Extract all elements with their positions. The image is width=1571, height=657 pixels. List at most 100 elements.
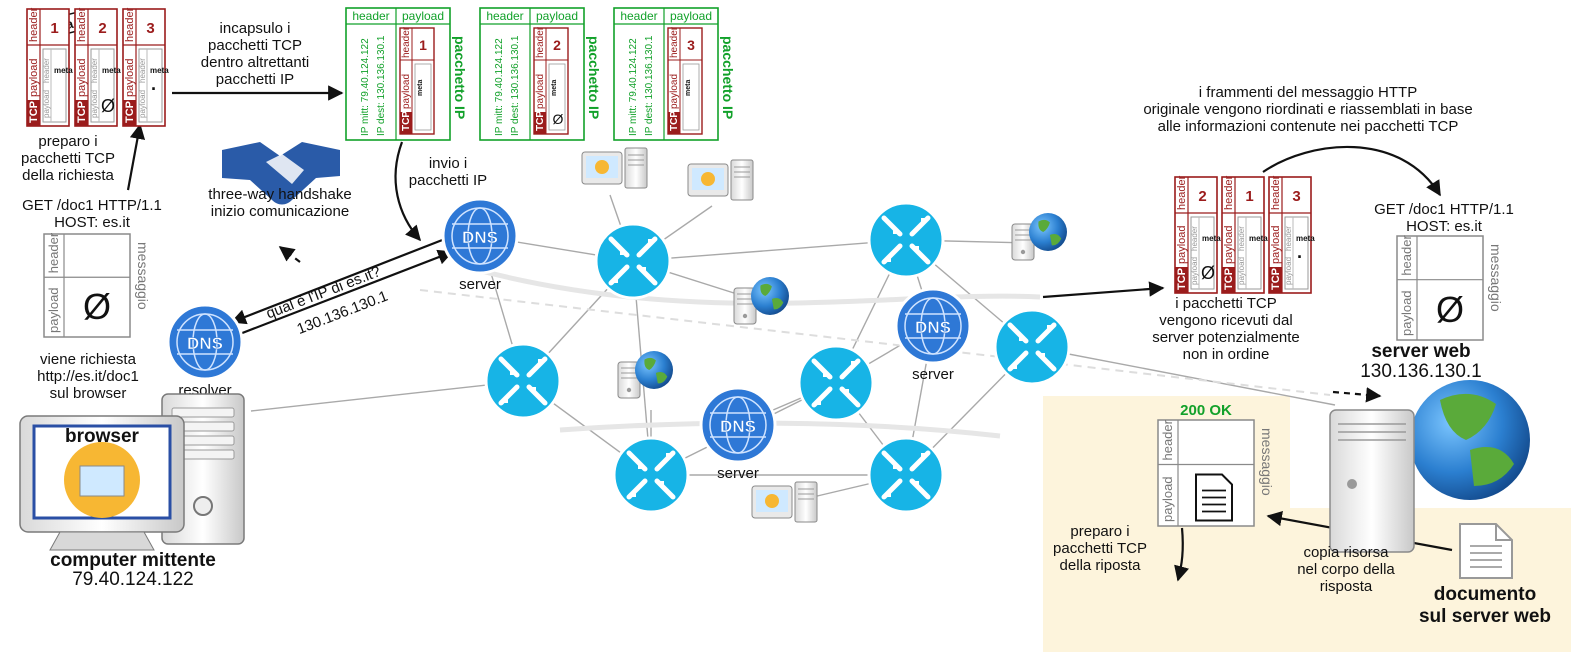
document-shape — [1459, 523, 1513, 579]
reassemble-label: alle informazioni contenute nei pacchett… — [1158, 118, 1459, 135]
router-arrowhead — [639, 267, 646, 274]
server-request-line-label: HOST: es.it — [1406, 218, 1483, 235]
tcp-payload-label: payload — [76, 58, 88, 97]
ip-payload-label: payload — [402, 9, 444, 23]
tcp-inner-message — [138, 48, 163, 123]
empty-body-symbol: Ø — [83, 286, 111, 327]
tcp-payload-label: payload — [28, 58, 40, 97]
message-payload-label: payload — [1399, 290, 1414, 336]
tcp-tag-bg — [1222, 267, 1235, 293]
flow-path — [469, 265, 1041, 306]
tcp-payload-label: payload — [1270, 225, 1282, 264]
tcp-number: 3 — [146, 20, 154, 37]
document-fold — [1495, 524, 1512, 541]
web-server-button — [1347, 479, 1357, 489]
tcp-inner-meta: meta — [417, 80, 424, 96]
flow-path — [559, 420, 1001, 439]
client-computer-icon — [687, 159, 754, 201]
router-arrowhead — [842, 389, 849, 396]
router-arrowhead — [884, 255, 891, 262]
router-arrowhead — [1010, 362, 1017, 369]
client-window-icon — [595, 160, 609, 174]
tcp-inner-meta: meta — [551, 80, 558, 96]
tcp-number: 1 — [50, 20, 58, 37]
router-arrow — [1035, 350, 1057, 372]
send-ip-label: pacchetti IP — [409, 172, 487, 189]
sender-power-button — [193, 496, 213, 516]
router-arrowhead — [893, 462, 900, 469]
ip-side-label: pacchetto IP — [586, 36, 602, 119]
browser-request-label: http://es.it/doc1 — [37, 368, 139, 385]
tcp-number: 3 — [1292, 188, 1300, 205]
globe-land — [760, 283, 772, 296]
tcp-header-label: header — [1176, 175, 1188, 210]
tcp-inner-meta: meta — [1296, 234, 1315, 243]
router-arrowhead — [912, 481, 919, 488]
tcp-inner-message — [1284, 216, 1309, 290]
document-title: sul server web — [1419, 606, 1551, 627]
tcp-payload-label: payload — [669, 74, 680, 109]
message-payload-label: payload — [46, 287, 61, 333]
router-arrowhead — [629, 490, 636, 497]
server-ip: 130.136.130.1 — [1360, 361, 1482, 382]
tcp-tag: TCP — [28, 101, 40, 123]
router-arrowhead — [912, 246, 919, 253]
tcp-inner-message — [682, 63, 700, 131]
tcp-payload-label: payload — [1223, 225, 1235, 264]
message-frame — [43, 233, 131, 338]
tower-button — [626, 387, 632, 393]
tcp-tag-bg — [1175, 267, 1188, 293]
tcp-inner-dot: · — [151, 79, 157, 99]
client-tower — [794, 481, 818, 523]
ip-side-label: pacchetto IP — [452, 36, 468, 119]
web-server-icon — [1329, 380, 1530, 553]
tcp-tag: TCP — [401, 111, 412, 131]
tcp-inner-header: header — [1284, 226, 1293, 251]
router-arrowhead — [501, 396, 508, 403]
router-arrowhead — [814, 398, 821, 405]
received-label: server potenzialmente — [1152, 329, 1300, 346]
tcp-header-label: header — [535, 26, 546, 58]
tcp-inner-payload: payload — [90, 90, 99, 118]
sender-drive-bay — [171, 407, 235, 418]
router-arrowhead — [1019, 334, 1026, 341]
globe-land — [771, 297, 784, 310]
tcp-inner-meta: meta — [685, 80, 692, 96]
prepare-response-label: della riposta — [1060, 557, 1142, 574]
router-body — [484, 342, 562, 420]
browser-label: browser — [65, 426, 140, 447]
globe-icon — [751, 277, 789, 315]
tcp-number: 2 — [1198, 188, 1206, 205]
prepare-request-label: pacchetti TCP — [21, 150, 115, 167]
client-tower — [624, 147, 648, 189]
tcp-inner-payload: payload — [1190, 257, 1199, 285]
dashed-path — [419, 289, 1331, 396]
message-payload-label: payload — [1160, 476, 1175, 522]
globe-icon — [1029, 213, 1067, 251]
client-computer-icon — [751, 481, 818, 523]
prepare-request-label: preparo i — [38, 133, 97, 150]
ip-header-label: header — [620, 9, 657, 23]
handshake-label: three-way handshake — [208, 186, 351, 203]
router-arrowhead — [1047, 325, 1054, 332]
tcp-inner-meta: meta — [102, 66, 121, 75]
router-body — [594, 222, 672, 300]
request-line-label: GET /doc1 HTTP/1.1 — [22, 197, 162, 214]
tcp-tag-bg — [534, 112, 546, 134]
dns-meridian — [467, 207, 493, 265]
dns-badge: DNS — [915, 318, 951, 337]
tcp-inner-message — [1237, 216, 1262, 290]
tcp-inner-message — [414, 63, 432, 131]
tcp-tag-bg — [27, 100, 40, 126]
request-line-label: HOST: es.it — [54, 214, 131, 231]
tcp-header-label: header — [76, 7, 88, 42]
router-arrowhead — [620, 248, 627, 255]
globe-land — [655, 371, 668, 384]
tcp-payload-label: payload — [124, 58, 136, 97]
